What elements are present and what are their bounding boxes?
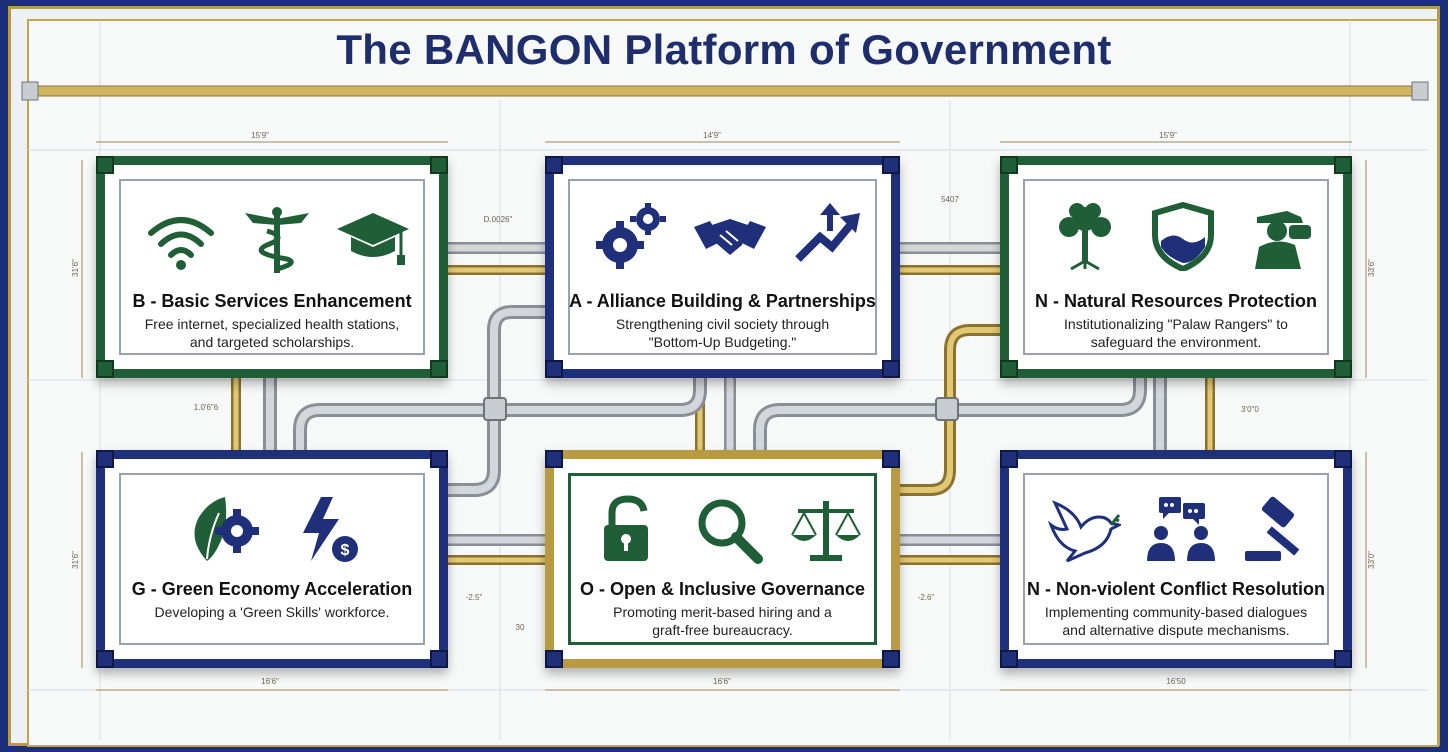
panel-description-line1: Promoting merit-based hiring and a <box>613 604 832 620</box>
dialogue-people-icon <box>1147 497 1215 561</box>
panel-description-line2: and targeted scholarships. <box>189 334 355 350</box>
rail-cap-right <box>1411 81 1429 101</box>
panel-corner <box>96 156 114 174</box>
panel-corner <box>545 156 563 174</box>
dim-side-right-top: 33'6" <box>1367 259 1376 277</box>
panel-corner <box>545 450 563 468</box>
gavel-icon <box>1245 496 1300 561</box>
dim-gap-left-mid: 1.0'6"6 <box>194 403 219 412</box>
panel-corner <box>545 650 563 668</box>
panel-heading: G - Green Economy Acceleration <box>131 579 413 599</box>
svg-text:$: $ <box>341 542 350 559</box>
dim-gap-right: 5407 <box>941 195 959 204</box>
panel-description-line1: Free internet, specialized health statio… <box>144 316 400 332</box>
dim-bottom-center: 16'6" <box>713 677 731 686</box>
panel-corner <box>96 650 114 668</box>
panel-heading: A - Alliance Building & Partnerships <box>569 291 876 311</box>
dim-side-right-bottom: 33'0" <box>1367 551 1376 569</box>
panel-corner <box>430 450 448 468</box>
open-padlock-icon <box>604 495 648 561</box>
dim-bottom-right: 16'50 <box>1166 677 1186 686</box>
panel-basic-services: B - Basic Services Enhancement Free inte… <box>96 156 448 378</box>
panel-description-line1: Institutionalizing "Palaw Rangers" to <box>1064 316 1288 332</box>
magnifier-icon <box>698 499 763 564</box>
dim-gap-center-low: 30 <box>516 623 525 632</box>
panel-description-line2: graft-free bureaucracy. <box>652 622 793 638</box>
panel-corner <box>1000 360 1018 378</box>
dim-gap-right-mid: 3'0"0 <box>1241 405 1259 414</box>
panel-inner <box>119 179 425 355</box>
panel-icons <box>105 205 439 275</box>
dim-top-center: 14'9" <box>703 131 721 140</box>
panel-corner <box>882 450 900 468</box>
panel-icons <box>554 201 891 271</box>
panel-corner <box>1334 156 1352 174</box>
panel-corner <box>96 360 114 378</box>
panel-heading: N - Natural Resources Protection <box>1034 291 1318 311</box>
panel-natural-resources: N - Natural Resources Protection Institu… <box>1000 156 1352 378</box>
top-rail <box>27 85 1421 97</box>
wifi-icon <box>148 217 214 270</box>
panel-corner <box>430 650 448 668</box>
panel-icons: $ <box>105 495 439 565</box>
panel-description-line1: Developing a 'Green Skills' workforce. <box>154 604 390 620</box>
panel-green-economy: $ G - Green Economy Acceleration Develop… <box>96 450 448 668</box>
growth-arrow-icon <box>795 203 860 262</box>
panel-nonviolent-conflict: N - Non-violent Conflict Resolution Impl… <box>1000 450 1352 668</box>
dim-side-left-bottom: 31'6" <box>71 551 80 569</box>
dim-top-left: 15'9" <box>251 131 269 140</box>
pipe-junction-right <box>935 397 959 421</box>
panel-icons <box>1009 495 1343 565</box>
panel-corner <box>545 360 563 378</box>
dim-gap-top: D.0026" <box>484 215 513 224</box>
panel-corner <box>430 360 448 378</box>
panel-heading: O - Open & Inclusive Governance <box>579 579 866 599</box>
caduceus-icon <box>245 207 309 273</box>
energy-dollar-icon: $ <box>303 497 358 562</box>
panel-heading: B - Basic Services Enhancement <box>132 291 412 311</box>
panel-corner <box>1334 450 1352 468</box>
rail-cap-left <box>21 81 39 101</box>
panel-corner <box>882 360 900 378</box>
panel-alliance-building: A - Alliance Building & Partnerships Str… <box>545 156 900 378</box>
dim-bottom-left: 16'6" <box>261 677 279 686</box>
dim-gap-left-low: -2.5" <box>466 593 483 602</box>
panel-open-governance: O - Open & Inclusive Governance Promotin… <box>545 450 900 668</box>
panel-icons <box>554 495 891 565</box>
leaf-gear-icon <box>194 497 259 561</box>
panel-description-line1: Strengthening civil society through <box>615 316 830 332</box>
panel-description-line2: "Bottom-Up Budgeting." <box>648 334 797 350</box>
shield-water-icon <box>1152 201 1214 271</box>
dim-side-left-top: 31'6" <box>71 259 80 277</box>
panel-corner <box>430 156 448 174</box>
panel-corner <box>1000 650 1018 668</box>
panel-description-line2: safeguard the environment. <box>1090 334 1262 350</box>
panel-corner <box>882 650 900 668</box>
panel-corner <box>1334 650 1352 668</box>
panel-heading: N - Non-violent Conflict Resolution <box>1027 579 1325 599</box>
pipe-junction-left <box>483 397 507 421</box>
tree-icon <box>1059 203 1111 271</box>
panel-corner <box>96 450 114 468</box>
panel-corner <box>1000 156 1018 174</box>
gears-icon <box>596 203 666 269</box>
graduation-cap-icon <box>337 213 409 265</box>
panel-corner <box>882 156 900 174</box>
panel-corner <box>1334 360 1352 378</box>
panel-inner <box>119 473 425 645</box>
dim-top-right: 15'9" <box>1159 131 1177 140</box>
dim-gap-right-low: -2.6" <box>918 593 935 602</box>
panel-corner <box>1000 450 1018 468</box>
panel-description-line1: Implementing community-based dialogues <box>1044 604 1308 620</box>
handshake-icon <box>694 219 766 255</box>
panel-description-line2: and alternative dispute mechanisms. <box>1062 622 1290 638</box>
dove-icon <box>1047 500 1121 563</box>
ranger-binoculars-icon <box>1255 211 1311 269</box>
scales-icon <box>791 501 861 561</box>
page-title: The BANGON Platform of Government <box>336 26 1112 73</box>
panel-icons <box>1009 201 1343 271</box>
